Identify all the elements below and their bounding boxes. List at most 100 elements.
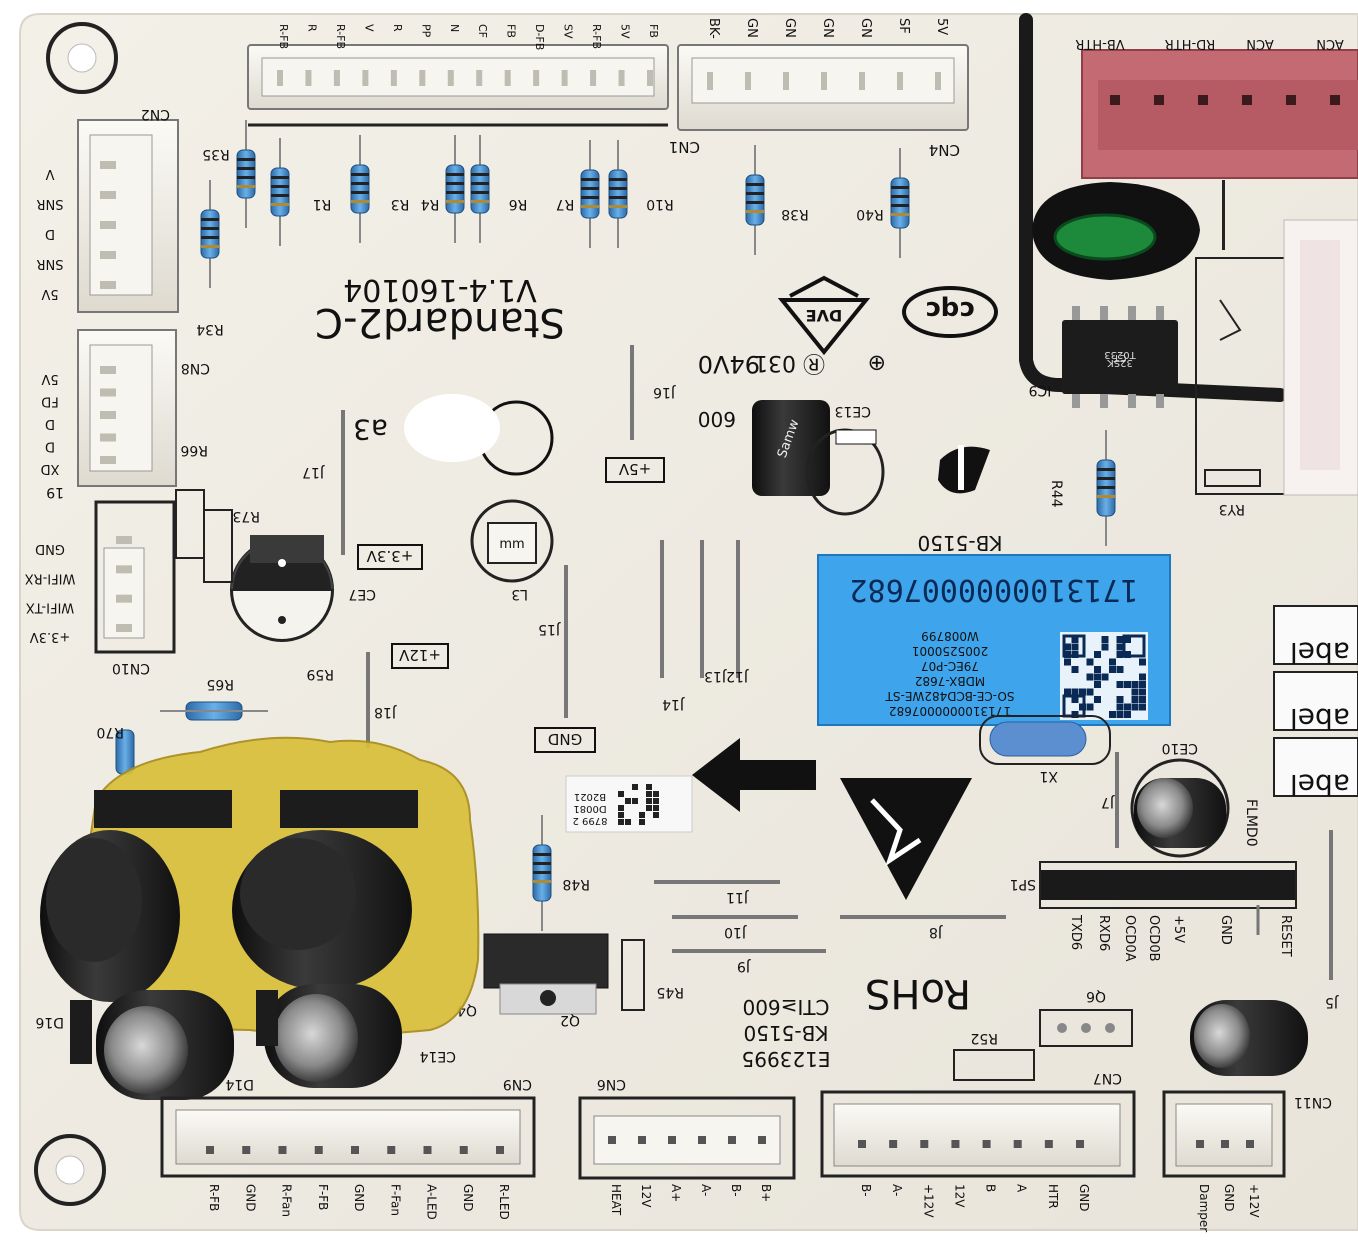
cn7-pin-label: A- xyxy=(890,1184,904,1196)
resistor-band xyxy=(471,182,489,185)
qr-cell xyxy=(1139,688,1146,696)
qr-cell xyxy=(1131,688,1139,696)
label-box-text: abel xyxy=(1290,768,1350,801)
cn8-pin-label: XD xyxy=(41,461,60,476)
cn9-pin-label: F-Fan xyxy=(388,1184,402,1216)
resistor-band xyxy=(609,196,627,199)
ul-mark: Ⓡ 031 xyxy=(754,350,825,375)
qr-cell xyxy=(1124,711,1131,718)
j15-label: J15 xyxy=(538,621,561,637)
cn1-pin-label: R-FB xyxy=(334,24,347,49)
r44-label: R44 xyxy=(1048,480,1064,508)
relay-pin xyxy=(1242,95,1252,105)
cn1-pin-label: R xyxy=(305,24,318,32)
qr-cell xyxy=(1094,673,1101,681)
cn2-pin-label: D xyxy=(45,226,55,241)
resistor-band xyxy=(1097,468,1115,471)
sp1-pin-label: GND xyxy=(1218,915,1233,945)
qr-cell xyxy=(625,798,631,804)
resistor-body xyxy=(608,169,628,219)
transistor-q6 xyxy=(1039,1009,1133,1047)
cn9-pin-label: R-LED xyxy=(497,1184,511,1220)
svg-text:+12V: +12V xyxy=(398,646,441,664)
j9-label: J9 xyxy=(737,958,751,974)
cn9-pin-label: R-FB xyxy=(207,1184,221,1211)
qr-cell xyxy=(1071,696,1079,703)
qr-cell xyxy=(1116,681,1124,688)
sticker-line: 2005250001 xyxy=(912,644,988,658)
resistor-band xyxy=(609,187,627,190)
cn4-pin-label: GN xyxy=(858,18,873,38)
green-button[interactable] xyxy=(1053,213,1157,261)
qr-cell xyxy=(1116,696,1124,703)
resistor-band xyxy=(533,880,551,883)
qr-cell xyxy=(632,784,638,790)
cn1-pin-label: D-FB xyxy=(533,24,546,50)
logo-text-fragment: a3 xyxy=(353,413,388,446)
cn10-pin xyxy=(116,624,132,632)
serial-sticker: 1713100000007682 W008799200525000179EC-P… xyxy=(817,554,1171,726)
j14-label: J14 xyxy=(662,696,685,712)
svg-text:GND: GND xyxy=(548,730,582,748)
mounting-hole-bottom-left xyxy=(34,1134,106,1206)
cn10-pin xyxy=(116,594,132,603)
r65-label: R65 xyxy=(206,676,234,692)
cn1-pin xyxy=(362,70,369,86)
qr-cell xyxy=(618,812,624,818)
cn2-pin xyxy=(100,161,116,169)
resistor-band xyxy=(891,195,909,198)
resistor-band xyxy=(471,173,489,176)
cn4-pin-label: GN xyxy=(820,18,835,38)
cn7-pin xyxy=(1013,1140,1022,1148)
qr-cell xyxy=(1086,673,1094,681)
qr-cell xyxy=(1139,658,1146,666)
label-19: 19 xyxy=(46,484,64,500)
capacitor-ce5 xyxy=(96,990,234,1100)
cn7-pin xyxy=(982,1140,991,1148)
cn6-pin-label: B+ xyxy=(759,1184,773,1202)
qr-cell xyxy=(632,798,638,804)
cn1-pin-label: V xyxy=(362,24,375,32)
cn9-pin xyxy=(314,1146,323,1154)
resistor-band xyxy=(201,245,219,248)
connector-cn9 xyxy=(160,1096,536,1178)
cn2-pin-label: 5V xyxy=(41,286,58,301)
cn9-pin xyxy=(459,1146,468,1154)
relay-pin-label: ACN xyxy=(1246,36,1273,51)
resistor-band xyxy=(533,862,551,865)
connector-cn8 xyxy=(77,329,177,487)
potted-power-section xyxy=(40,736,480,1036)
cn8-pin xyxy=(100,366,116,374)
sp1-pin-label: TXD6 xyxy=(1068,914,1083,950)
cn1-pin xyxy=(390,70,397,86)
warning-triangle-icon xyxy=(840,778,972,900)
cn8-label: CN8 xyxy=(181,360,210,376)
mounting-hole-top-left xyxy=(46,22,118,94)
cn8-pin-label: D xyxy=(45,439,55,454)
sp1-pin-label: +5V xyxy=(1171,915,1186,943)
cn7-pin-label: B xyxy=(984,1184,998,1192)
cn4-pin-label: 5V xyxy=(934,18,949,35)
l3-label: L3 xyxy=(511,586,528,602)
resistor-label: R38 xyxy=(781,206,809,222)
capacitor-ce-right xyxy=(1190,1000,1308,1076)
qr-finder xyxy=(1062,634,1086,658)
cn11-pin xyxy=(1221,1140,1229,1148)
black-wire xyxy=(1019,13,1287,402)
sticker-line: 1713100000007682 xyxy=(889,704,1011,718)
label-box xyxy=(1273,737,1358,797)
connector-cn6 xyxy=(578,1096,796,1180)
cn10-pin xyxy=(116,565,132,574)
cn7-label: CN7 xyxy=(1093,1070,1122,1086)
resistor-band xyxy=(581,178,599,181)
resistor-band xyxy=(746,192,764,195)
qr-cell xyxy=(653,805,659,811)
cn8-pin-label: 5V xyxy=(41,371,58,386)
resistor-body xyxy=(350,164,370,214)
